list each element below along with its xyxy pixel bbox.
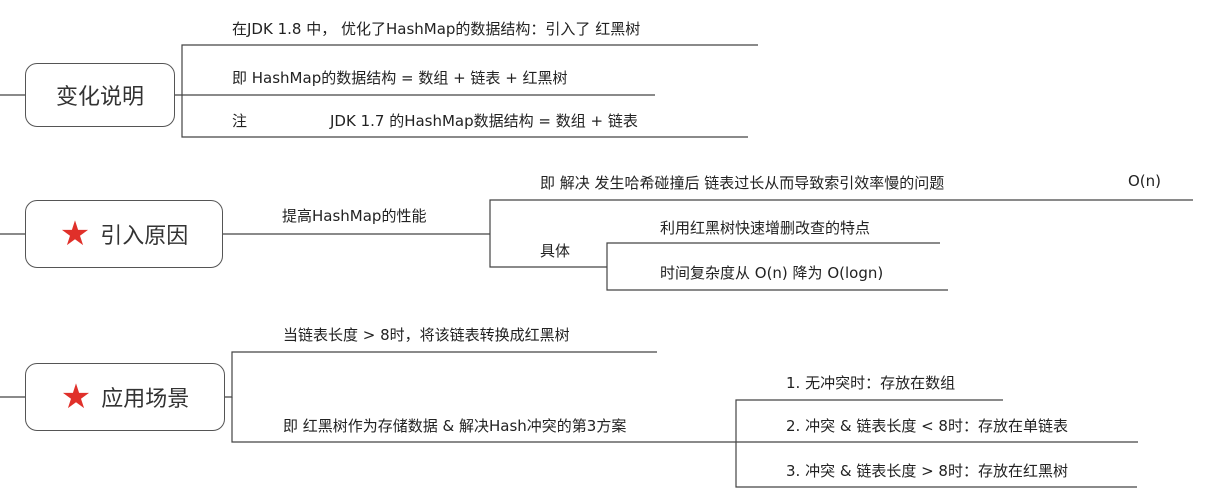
note-label: 注 (232, 112, 248, 130)
branch-text: 提高HashMap的性能 (282, 207, 427, 225)
item-text: 即 HashMap的数据结构 = 数组 + 链表 + 红黑树 (232, 69, 568, 87)
item-text: 2. 冲突 & 链表长度 < 8时：存放在单链表 (786, 417, 1068, 435)
topic-label: 变化说明 (55, 85, 144, 110)
item-text: 利用红黑树快速增删改查的特点 (660, 219, 871, 237)
item-text: 在JDK 1.8 中， 优化了HashMap的数据结构：引入了 红黑树 (232, 20, 641, 38)
complexity-text: O(n) (1128, 172, 1162, 190)
topic-reason[interactable]: ★ 引入原因 (25, 200, 223, 268)
item-text: 时间复杂度从 O(n) 降为 O(logn) (660, 264, 884, 282)
topic-change-description[interactable]: 变化说明 (25, 63, 175, 127)
topic-scenarios[interactable]: ★ 应用场景 (25, 363, 225, 431)
item-text: 3. 冲突 & 链表长度 > 8时：存放在红黑树 (786, 462, 1068, 480)
topic-label: 应用场景 (101, 387, 190, 412)
item-text: 1. 无冲突时：存放在数组 (786, 374, 956, 392)
item-text: JDK 1.7 的HashMap数据结构 = 数组 + 链表 (330, 112, 638, 130)
item-text: 当链表长度 > 8时，将该链表转换成红黑树 (283, 326, 570, 344)
topic-label: 引入原因 (100, 224, 189, 249)
sub-label: 具体 (540, 242, 571, 260)
item-text: 即 解决 发生哈希碰撞后 链表过长从而导致索引效率慢的问题 (540, 174, 945, 192)
item-text: 即 红黑树作为存储数据 & 解决Hash冲突的第3方案 (283, 417, 627, 435)
star-icon: ★ (59, 214, 91, 254)
star-icon: ★ (60, 377, 92, 417)
